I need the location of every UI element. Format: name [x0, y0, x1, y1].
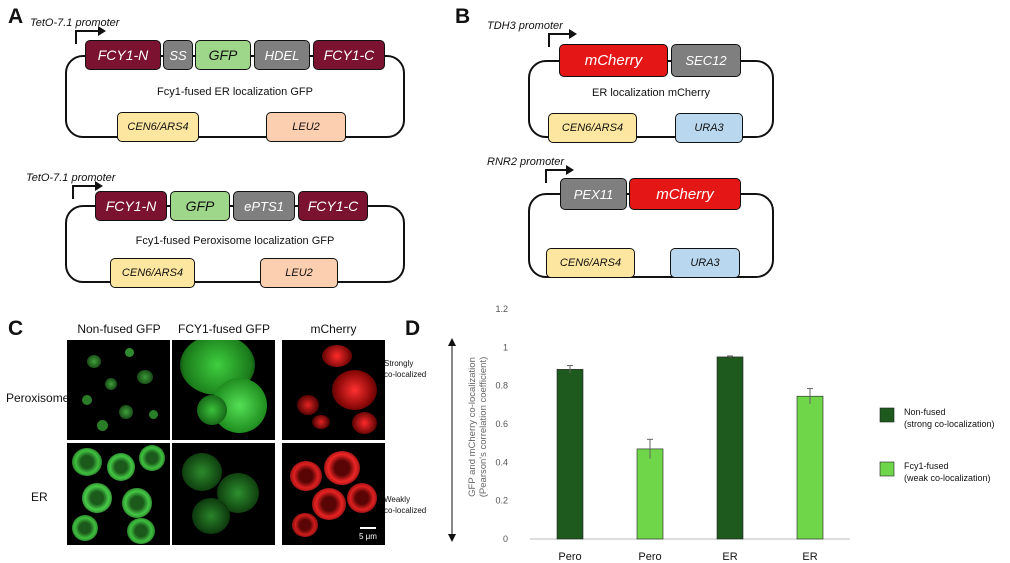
y-tick-label: 0.4 [495, 457, 508, 467]
y-axis-label: GFP and mCherry co-localization(Pearson'… [467, 357, 489, 498]
promoter-label: TetO-7.1 promoter [30, 17, 120, 29]
micrograph-pero-mcherry [282, 340, 385, 440]
column-title-mcherry: mCherry [310, 322, 357, 336]
promoter-arrow-stem [75, 30, 77, 44]
y-tick-label: 0.8 [495, 381, 508, 391]
promoter-arrow-icon [548, 29, 577, 39]
plasmid-name: Fcy1-fused Peroxisome localization GFP [135, 235, 335, 247]
marker-cen6-ars4: CEN6/ARS4 [110, 258, 195, 288]
gene-ss: SS [163, 40, 193, 70]
gene-pex11: PEX11 [560, 178, 627, 210]
gene-gfp: GFP [195, 40, 251, 70]
panel-label-c: C [8, 317, 24, 340]
plasmid-name: Fcy1-fused ER localization GFP [157, 86, 313, 98]
y-tick-label: 0.2 [495, 496, 508, 506]
bar-0 [556, 369, 584, 540]
scale-bar [360, 527, 376, 529]
micrograph-pero-fused [172, 340, 275, 440]
column-title-fused: FCY1-fused GFP [177, 322, 271, 336]
x-tick-label: Pero [558, 551, 581, 563]
gene-hdel: HDEL [254, 40, 310, 70]
legend-label-1: Fcy1-fused(weak co-localization) [904, 461, 991, 483]
arrow-down-icon [448, 534, 456, 542]
gene-fcy1-c: FCY1-C [313, 40, 385, 70]
promoter-arrow-stem [72, 185, 74, 199]
scale-label: 5 μm [359, 532, 377, 541]
y-tick-label: 1.2 [495, 304, 508, 314]
x-tick-label: ER [722, 551, 737, 563]
row-label-peroxisome: Peroxisome [6, 391, 70, 405]
marker-cen6-ars4: CEN6/ARS4 [117, 112, 199, 142]
y-tick-label: 0.6 [495, 419, 508, 429]
promoter-arrow-icon [545, 165, 574, 175]
legend-swatch-0 [879, 407, 895, 423]
marker-ura3: URA3 [675, 113, 743, 143]
gene-mcherry: mCherry [559, 44, 668, 77]
bar-2 [716, 356, 744, 540]
gene-sec12: SEC12 [671, 44, 741, 77]
micrograph-er-nonfused [67, 443, 170, 545]
promoter-arrow-stem [545, 169, 547, 183]
micrograph-er-fused [172, 443, 275, 545]
x-tick-label: Pero [638, 551, 661, 563]
panel-label-b: B [455, 5, 471, 28]
gene-gfp: GFP [170, 191, 230, 221]
legend-swatch-1 [879, 461, 895, 477]
marker-leu2: LEU2 [266, 112, 346, 142]
micrograph-er-mcherry: 5 μm [282, 443, 385, 545]
x-tick-label: ER [802, 551, 817, 563]
gene-fcy1-n: FCY1-N [85, 40, 161, 70]
promoter-arrow-stem [548, 33, 550, 47]
promoter-label: TDH3 promoter [487, 20, 563, 32]
promoter-arrow-icon [75, 26, 106, 36]
panel-label-d: D [405, 317, 421, 340]
row-label-er: ER [31, 490, 48, 504]
gene-mcherry: mCherry [629, 178, 741, 210]
gene-fcy1-c: FCY1-C [298, 191, 368, 221]
marker-ura3: URA3 [670, 248, 740, 278]
gene-fcy1-n: FCY1-N [95, 191, 167, 221]
panel-label-a: A [8, 5, 24, 28]
promoter-label: RNR2 promoter [487, 156, 565, 168]
y-tick-label: 1 [503, 342, 508, 352]
promoter-arrow-icon [72, 181, 103, 191]
micrograph-pero-nonfused [67, 340, 170, 440]
plasmid-name: ER localization mCherry [592, 87, 710, 99]
marker-cen6-ars4: CEN6/ARS4 [546, 248, 635, 278]
legend-label-0: Non-fused(strong co-localization) [904, 407, 995, 429]
bar-1 [636, 448, 664, 540]
column-title-nonfused: Non-fused GFP [77, 322, 161, 336]
bar-3 [796, 395, 824, 540]
marker-leu2: LEU2 [260, 258, 338, 288]
promoter-label: TetO-7.1 promoter [26, 172, 116, 184]
y-tick-label: 0 [503, 534, 508, 544]
gene-epts1: ePTS1 [233, 191, 295, 221]
marker-cen6-ars4: CEN6/ARS4 [548, 113, 637, 143]
arrow-up-icon [448, 338, 456, 346]
